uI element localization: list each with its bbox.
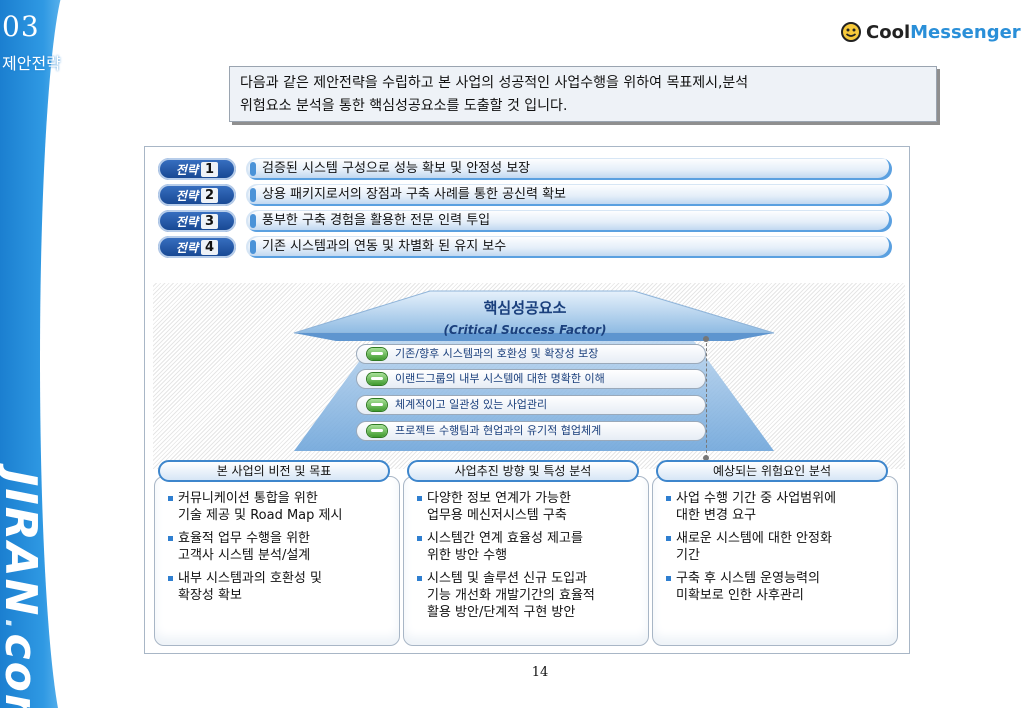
connector-dot	[703, 336, 709, 342]
csf-subtitle: (Critical Success Factor)	[443, 323, 607, 337]
section-sidebar: JIRAN.com	[0, 0, 62, 708]
logo-text-cool: Cool	[866, 21, 911, 43]
list-item: 사업 수행 기간 중 사업범위에 대한 변경 요구	[666, 490, 892, 524]
analysis-column: 본 사업의 비전 및 목표 커뮤니케이션 통합을 위한 기술 제공 및 Road…	[154, 460, 400, 646]
strategy-text: 검증된 시스템 구성으로 성능 확보 및 안정성 보장	[246, 158, 892, 180]
column-list: 사업 수행 기간 중 사업범위에 대한 변경 요구 새로운 시스템에 대한 안정…	[666, 490, 892, 610]
csf-item: 기존/향후 시스템과의 호환성 및 확장성 보장	[356, 344, 706, 364]
csf-item: 체계적이고 일관성 있는 사업관리	[356, 395, 706, 415]
column-title: 사업추진 방향 및 특성 분석	[407, 460, 639, 482]
column-list: 커뮤니케이션 통합을 위한 기술 제공 및 Road Map 제시 효율적 업무…	[168, 490, 394, 610]
capsule-icon	[367, 425, 387, 437]
strategy-text: 상용 패키지로서의 장점과 구축 사례를 통한 공신력 확보	[246, 184, 892, 206]
intro-text-box: 다음과 같은 제안전략을 수립하고 본 사업의 성공적인 사업수행을 위하여 목…	[229, 66, 937, 122]
coolmessenger-logo: Cool Messenger	[840, 20, 1021, 44]
smiley-icon	[841, 22, 861, 42]
csf-dashed-connector	[706, 338, 707, 458]
connector-dot	[703, 455, 709, 461]
strategy-text: 풍부한 구축 경험을 활용한 전문 인력 투입	[246, 210, 892, 232]
capsule-icon	[367, 399, 387, 411]
list-item: 시스템 및 솔루션 신규 도입과 기능 개선화 개발기간의 효율적 활용 방안/…	[417, 570, 643, 621]
column-title: 본 사업의 비전 및 목표	[158, 460, 390, 482]
section-number: 03	[2, 10, 40, 43]
list-item: 커뮤니케이션 통합을 위한 기술 제공 및 Road Map 제시	[168, 490, 394, 524]
capsule-icon	[367, 348, 387, 360]
list-item: 구축 후 시스템 운영능력의 미확보로 인한 사후관리	[666, 570, 892, 604]
csf-item: 프로젝트 수행팀과 현업과의 유기적 협업체계	[356, 421, 706, 441]
section-title: 제안전략	[2, 54, 61, 73]
list-item: 시스템간 연계 효율성 제고를 위한 방안 수행	[417, 530, 643, 564]
list-item: 내부 시스템과의 호환성 및 확장성 확보	[168, 570, 394, 604]
strategy-text: 기존 시스템과의 연동 및 차별화 된 유지 보수	[246, 236, 892, 258]
logo-text-messenger: Messenger	[910, 21, 1021, 43]
analysis-column: 사업추진 방향 및 특성 분석 다양한 정보 연계가 가능한 업무용 메신저시스…	[403, 460, 649, 646]
column-list: 다양한 정보 연계가 가능한 업무용 메신저시스템 구축 시스템간 연계 효율성…	[417, 490, 643, 627]
column-box	[154, 476, 400, 646]
column-title: 예상되는 위험요인 분석	[656, 460, 888, 482]
sidebar-curve	[40, 0, 62, 708]
column-box	[652, 476, 898, 646]
csf-title: 핵심성공요소	[483, 299, 567, 317]
analysis-column: 예상되는 위험요인 분석 사업 수행 기간 중 사업범위에 대한 변경 요구 새…	[652, 460, 898, 646]
intro-line-1: 다음과 같은 제안전략을 수립하고 본 사업의 성공적인 사업수행을 위하여 목…	[240, 75, 749, 91]
list-item: 효율적 업무 수행을 위한 고객사 시스템 분석/설계	[168, 530, 394, 564]
brand-vertical-text: JIRAN.com	[0, 470, 46, 708]
list-item: 다양한 정보 연계가 가능한 업무용 메신저시스템 구축	[417, 490, 643, 524]
capsule-icon	[367, 373, 387, 385]
list-item: 새로운 시스템에 대한 안정화 기간	[666, 530, 892, 564]
csf-item: 이랜드그룹의 내부 시스템에 대한 명확한 이해	[356, 369, 706, 389]
intro-line-2: 위험요소 분석을 통한 핵심성공요소를 도출할 것 입니다.	[240, 98, 568, 114]
page-number: 14	[531, 665, 549, 680]
